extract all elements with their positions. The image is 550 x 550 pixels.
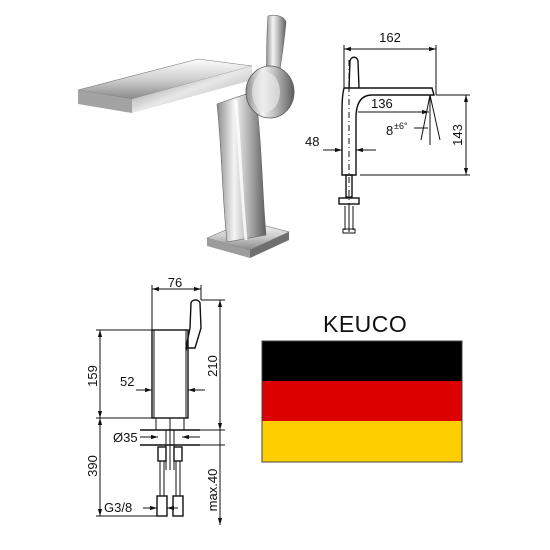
front-thread-label: G3/8 [104,500,132,515]
flag-stripe-black [262,341,462,381]
flag-stripe-red [262,381,462,421]
brand-name: KEUCO [323,311,407,337]
front-width-label: 76 [168,275,182,290]
front-view-drawing: 76 52 159 390 210 max.40 [85,275,225,525]
front-hole-diameter-label: Ø35 [113,430,138,445]
flag-stripe-gold [262,421,462,462]
front-height-upper-label: 159 [85,365,100,387]
front-bodywidth-label: 52 [120,374,134,389]
side-width-label: 162 [379,30,401,45]
german-flag [261,340,463,463]
faucet-photo [77,14,295,258]
side-view-drawing: 162 143 136 8 ±6° 48 [305,30,470,234]
side-reach-label: 136 [371,96,393,111]
side-height-label: 143 [450,124,465,146]
side-offset-label: 48 [305,134,319,149]
front-height-total-label: 210 [205,355,220,377]
side-tilt-tolerance: ±6° [394,121,408,131]
front-hose-length-label: 390 [85,455,100,477]
side-tilt-label: 8 [386,123,393,138]
front-max-thickness-label: max.40 [205,469,220,512]
